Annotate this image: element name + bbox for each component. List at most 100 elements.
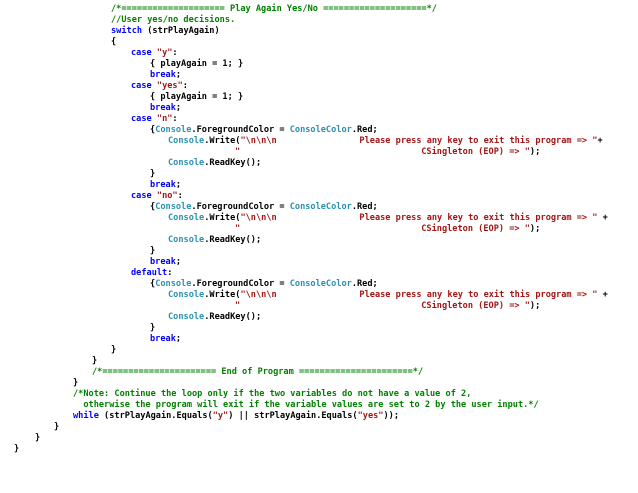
code-line: Console.Write("\n\n\n Please press any k… bbox=[168, 213, 608, 224]
code-token: default bbox=[131, 268, 168, 278]
code-token: Console bbox=[168, 312, 205, 322]
code-line: otherwise the program will exit if the v… bbox=[73, 400, 539, 411]
code-token: { playAgain = 1; } bbox=[150, 92, 244, 102]
code-token: + bbox=[597, 290, 608, 300]
code-token: Console bbox=[168, 136, 205, 146]
code-token: break bbox=[150, 70, 176, 80]
code-token: case bbox=[131, 48, 152, 58]
code-token: ); bbox=[529, 224, 541, 234]
code-line: " CSingleton (EOP) => "); bbox=[235, 147, 540, 158]
code-line: Console.Write("\n\n\n Please press any k… bbox=[168, 136, 603, 147]
code-line: break; bbox=[150, 180, 181, 191]
code-token: break bbox=[150, 103, 176, 113]
code-token: .ForegroundColor = bbox=[191, 125, 290, 135]
code-token: } bbox=[111, 345, 117, 355]
code-token: } bbox=[14, 444, 20, 454]
code-token: " CSingleton (EOP) => " bbox=[235, 147, 530, 157]
code-token: { bbox=[150, 279, 156, 289]
code-token: } bbox=[92, 356, 98, 366]
code-line: } bbox=[150, 246, 155, 257]
code-line: Console.ReadKey(); bbox=[168, 158, 261, 169]
code-token: (strPlayAgain) bbox=[142, 26, 220, 36]
code-token: Console bbox=[155, 202, 192, 212]
code-line: //User yes/no decisions. bbox=[111, 15, 235, 26]
code-token: { playAgain = 1; } bbox=[150, 59, 244, 69]
code-token: while bbox=[73, 411, 99, 421]
code-token: ; bbox=[175, 180, 182, 190]
code-token: .Red; bbox=[351, 125, 378, 135]
code-token: ) || strPlayAgain.Equals( bbox=[228, 411, 358, 421]
code-token: /*Note: Continue the loop only if the tw… bbox=[73, 389, 472, 399]
code-token: : bbox=[167, 268, 173, 278]
code-token: ; bbox=[175, 103, 182, 113]
code-line: break; bbox=[150, 103, 181, 114]
code-token: Console bbox=[155, 279, 192, 289]
code-line: {Console.ForegroundColor = ConsoleColor.… bbox=[150, 202, 378, 213]
code-token: //User yes/no decisions. bbox=[111, 15, 236, 25]
code-token: .Write( bbox=[204, 136, 241, 146]
code-token: " CSingleton (EOP) => " bbox=[235, 301, 530, 311]
code-token: : bbox=[177, 191, 183, 201]
code-token: otherwise the program will exit if the v… bbox=[73, 400, 539, 410]
code-line: break; bbox=[150, 257, 181, 268]
code-token: } bbox=[150, 169, 156, 179]
code-token: Console bbox=[155, 125, 192, 135]
code-token: ConsoleColor bbox=[289, 125, 352, 135]
code-line: /*==================== Play Again Yes/No… bbox=[111, 4, 437, 15]
code-token: } bbox=[150, 323, 156, 333]
code-token: + bbox=[597, 136, 603, 146]
code-line: break; bbox=[150, 334, 181, 345]
code-token: ConsoleColor bbox=[289, 202, 352, 212]
code-token: : bbox=[172, 114, 178, 124]
code-token: ConsoleColor bbox=[289, 279, 352, 289]
code-token: { bbox=[150, 202, 156, 212]
code-token: ); bbox=[529, 147, 541, 157]
code-line: { playAgain = 1; } bbox=[150, 59, 243, 70]
code-token: "no" bbox=[156, 191, 178, 201]
code-line: case "no": bbox=[131, 191, 183, 202]
code-token: .ReadKey(); bbox=[204, 235, 262, 245]
code-token: case bbox=[131, 191, 152, 201]
code-token: break bbox=[150, 334, 176, 344]
code-token: { bbox=[111, 37, 117, 47]
code-token: case bbox=[131, 114, 152, 124]
code-line: Console.ReadKey(); bbox=[168, 235, 261, 246]
code-line: } bbox=[92, 356, 97, 367]
code-line: } bbox=[111, 345, 116, 356]
code-line: { playAgain = 1; } bbox=[150, 92, 243, 103]
code-token: ; bbox=[175, 334, 182, 344]
code-token: break bbox=[150, 180, 176, 190]
code-token: ; bbox=[175, 257, 182, 267]
code-token: )); bbox=[383, 411, 399, 421]
code-token: Console bbox=[168, 235, 205, 245]
code-token: : bbox=[172, 48, 178, 58]
code-line: " CSingleton (EOP) => "); bbox=[235, 301, 540, 312]
code-token: } bbox=[54, 422, 60, 432]
code-token: Console bbox=[168, 158, 205, 168]
code-token: /*==================== Play Again Yes/No… bbox=[111, 4, 437, 14]
code-line: case "n": bbox=[131, 114, 178, 125]
code-token: } bbox=[35, 433, 41, 443]
code-token: .ReadKey(); bbox=[204, 312, 262, 322]
code-line: /*====================== End of Program … bbox=[92, 367, 423, 378]
code-token: "y" bbox=[212, 411, 229, 421]
code-token: .ForegroundColor = bbox=[191, 279, 290, 289]
code-token: .Red; bbox=[351, 279, 378, 289]
code-line: break; bbox=[150, 70, 181, 81]
code-token: /*====================== End of Program … bbox=[92, 367, 424, 377]
code-line: case "yes": bbox=[131, 81, 188, 92]
code-token: (strPlayAgain.Equals( bbox=[98, 411, 213, 421]
code-token: .Write( bbox=[204, 290, 241, 300]
code-token: "n" bbox=[156, 114, 173, 124]
code-token: + bbox=[597, 213, 608, 223]
code-line: /*Note: Continue the loop only if the tw… bbox=[73, 389, 471, 400]
code-token: break bbox=[150, 257, 176, 267]
code-line: while (strPlayAgain.Equals("y") || strPl… bbox=[73, 411, 399, 422]
code-line: Console.Write("\n\n\n Please press any k… bbox=[168, 290, 608, 301]
code-token: case bbox=[131, 81, 152, 91]
code-token: .Red; bbox=[351, 202, 378, 212]
code-token: "yes" bbox=[357, 411, 384, 421]
code-token: { bbox=[150, 125, 156, 135]
code-token: } bbox=[73, 378, 79, 388]
code-token: Console bbox=[168, 213, 205, 223]
